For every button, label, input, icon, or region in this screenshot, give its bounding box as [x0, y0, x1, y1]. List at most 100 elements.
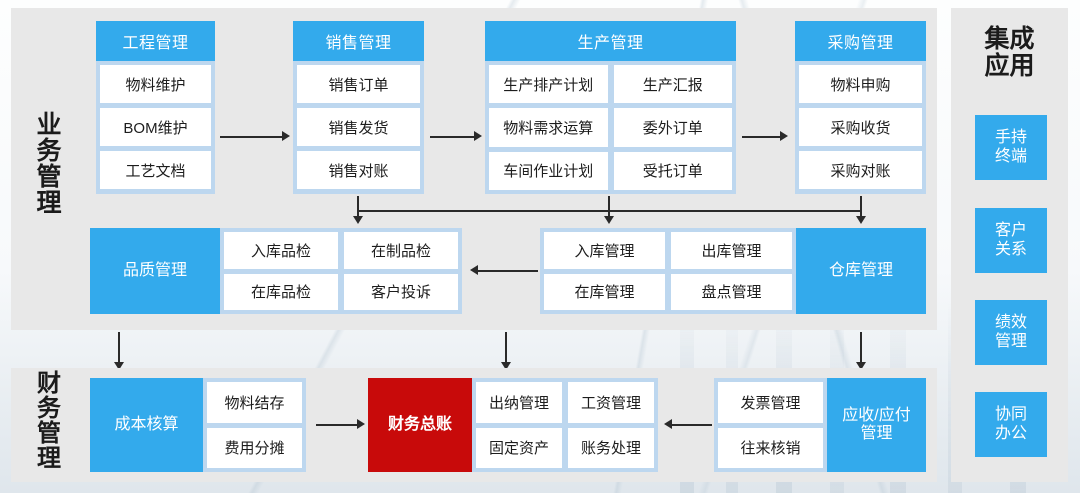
group-label-receivable-payable[interactable]: 应收/应付 管理	[827, 378, 926, 472]
module-purchase-reconciliation[interactable]: 采购对账	[799, 151, 922, 189]
group-quality-management[interactable]: 品质管理 入库品检 在制品检 在库品检 客户投诉	[90, 228, 462, 314]
group-label-cost-accounting[interactable]: 成本核算	[90, 378, 203, 472]
side-label-char: 理	[36, 189, 62, 217]
module-cashier-management[interactable]: 出纳管理	[476, 382, 562, 423]
arrowhead-warehouse-to-receivable	[856, 362, 866, 370]
module-payroll-management[interactable]: 工资管理	[568, 382, 654, 423]
group-body-engineering: 物料维护 BOM维护 工艺文档	[96, 61, 215, 194]
group-label-warehouse[interactable]: 仓库管理	[796, 228, 926, 314]
connector-cost-to-ledger	[316, 424, 361, 426]
arrowhead-warehouse-to-quality	[470, 265, 478, 275]
app-label-line: 终端	[994, 147, 1027, 165]
module-bom-maintenance[interactable]: BOM维护	[100, 108, 211, 146]
connector-production-to-purchasing	[742, 136, 784, 138]
side-label-char: 务	[36, 137, 62, 165]
group-engineering-management[interactable]: 工程管理 物料维护 BOM维护 工艺文档	[96, 21, 215, 194]
side-label-char: 理	[37, 444, 61, 472]
module-accounting-processing[interactable]: 账务处理	[568, 427, 654, 468]
module-material-balance[interactable]: 物料结存	[207, 382, 302, 423]
arrowhead-drop-warehouse	[856, 216, 866, 224]
side-label-char: 管	[37, 419, 61, 447]
side-label-char: 财	[37, 370, 61, 397]
module-stocktaking-management[interactable]: 盘点管理	[671, 273, 792, 310]
module-entrusted-order[interactable]: 受托订单	[613, 151, 732, 190]
arrowhead-cost-to-ledger	[357, 419, 365, 429]
connector-warehouse-to-receivable	[860, 332, 862, 364]
integrated-applications-title: 集成 应用	[951, 26, 1068, 80]
module-workshop-operation-plan[interactable]: 车间作业计划	[489, 151, 608, 190]
group-receivable-payable[interactable]: 发票管理 往来核销 应收/应付 管理	[714, 378, 926, 472]
connector-drop-quality	[357, 196, 359, 218]
receivable-label-line: 应收/应付	[842, 406, 911, 424]
module-outsourcing-order[interactable]: 委外订单	[613, 108, 732, 147]
module-production-report[interactable]: 生产汇报	[613, 65, 732, 104]
business-management-side-label: 业 务 管 理	[26, 112, 72, 216]
module-outbound-management[interactable]: 出库管理	[671, 232, 792, 269]
app-customer-relations[interactable]: 客户 关系	[975, 208, 1047, 273]
group-body-quality: 入库品检 在制品检 在库品检 客户投诉	[220, 228, 462, 314]
connector-quality-to-cost	[118, 332, 120, 364]
app-performance-management[interactable]: 绩效 管理	[975, 300, 1047, 365]
group-warehouse-management[interactable]: 入库管理 出库管理 在库管理 盘点管理 仓库管理	[540, 228, 926, 314]
module-expense-allocation[interactable]: 费用分摊	[207, 427, 302, 468]
module-material-maintenance[interactable]: 物料维护	[100, 65, 211, 103]
module-wip-inspection[interactable]: 在制品检	[344, 232, 458, 269]
connector-engineering-to-sales	[220, 136, 282, 138]
group-header-engineering[interactable]: 工程管理	[96, 21, 215, 61]
finance-management-side-label: 财 务 管 理	[26, 370, 72, 472]
module-purchase-receipt[interactable]: 采购收货	[799, 108, 922, 146]
group-purchasing-management[interactable]: 采购管理 物料申购 采购收货 采购对账	[795, 21, 926, 194]
group-general-ledger[interactable]: 财务总账 出纳管理 工资管理 固定资产 账务处理	[368, 378, 658, 472]
module-process-document[interactable]: 工艺文档	[100, 151, 211, 189]
arrowhead-drop-quality	[353, 216, 363, 224]
side-label-char: 务	[37, 394, 61, 422]
app-label-line: 客户	[994, 222, 1027, 240]
module-material-requirement-calc[interactable]: 物料需求运算	[489, 108, 608, 147]
connector-warehouse-to-ledger	[505, 332, 507, 364]
group-body-warehouse: 入库管理 出库管理 在库管理 盘点管理	[540, 228, 796, 314]
connector-sales-to-production	[430, 136, 478, 138]
module-customer-complaint[interactable]: 客户投诉	[344, 273, 458, 310]
rail-title-line: 应用	[984, 52, 1035, 80]
module-inbound-management[interactable]: 入库管理	[544, 232, 665, 269]
module-sales-order[interactable]: 销售订单	[297, 65, 420, 103]
arrowhead-receivable-to-ledger	[664, 419, 672, 429]
app-label-line: 办公	[994, 424, 1027, 442]
group-label-quality[interactable]: 品质管理	[90, 228, 220, 314]
app-handheld-terminal[interactable]: 手持 终端	[975, 115, 1047, 180]
module-sales-reconciliation[interactable]: 销售对账	[297, 151, 420, 189]
arrowhead-drop-warehouse-items	[604, 216, 614, 224]
group-production-management[interactable]: 生产管理 生产排产计划 生产汇报 物料需求运算 委外订单 车间作业计划 受托订单	[485, 21, 736, 194]
connector-drop-warehouse-items	[608, 196, 610, 218]
group-body-sales: 销售订单 销售发货 销售对账	[293, 61, 424, 194]
group-sales-management[interactable]: 销售管理 销售订单 销售发货 销售对账	[293, 21, 424, 194]
module-inbound-inspection[interactable]: 入库品检	[224, 232, 338, 269]
module-sales-shipment[interactable]: 销售发货	[297, 108, 420, 146]
connector-receivable-to-ledger	[672, 424, 712, 426]
module-invoice-management[interactable]: 发票管理	[718, 382, 823, 423]
group-body-production: 生产排产计划 生产汇报 物料需求运算 委外订单 车间作业计划 受托订单	[485, 61, 736, 194]
group-header-production[interactable]: 生产管理	[485, 21, 736, 61]
app-collaborative-office[interactable]: 协同 办公	[975, 392, 1047, 457]
app-label-line: 协同	[994, 406, 1027, 424]
group-header-purchasing[interactable]: 采购管理	[795, 21, 926, 61]
group-cost-accounting[interactable]: 成本核算 物料结存 费用分摊	[90, 378, 306, 472]
module-stock-inspection[interactable]: 在库品检	[224, 273, 338, 310]
app-label-line: 手持	[994, 129, 1027, 147]
module-settlement-writeoff[interactable]: 往来核销	[718, 427, 823, 468]
group-body-cost-accounting: 物料结存 费用分摊	[203, 378, 306, 472]
receivable-label-line: 管理	[860, 425, 893, 442]
group-header-sales[interactable]: 销售管理	[293, 21, 424, 61]
module-production-schedule-plan[interactable]: 生产排产计划	[489, 65, 608, 104]
group-label-general-ledger[interactable]: 财务总账	[368, 378, 472, 472]
app-label-line: 绩效	[994, 314, 1027, 332]
group-body-receivable-payable: 发票管理 往来核销	[714, 378, 827, 472]
arrowhead-quality-to-cost	[114, 362, 124, 370]
module-stock-management[interactable]: 在库管理	[544, 273, 665, 310]
group-body-purchasing: 物料申购 采购收货 采购对账	[795, 61, 926, 194]
module-fixed-assets[interactable]: 固定资产	[476, 427, 562, 468]
module-material-requisition[interactable]: 物料申购	[799, 65, 922, 103]
rail-title-line: 集成	[984, 25, 1035, 53]
connector-drop-warehouse	[860, 196, 862, 218]
side-label-char: 业	[36, 111, 62, 139]
